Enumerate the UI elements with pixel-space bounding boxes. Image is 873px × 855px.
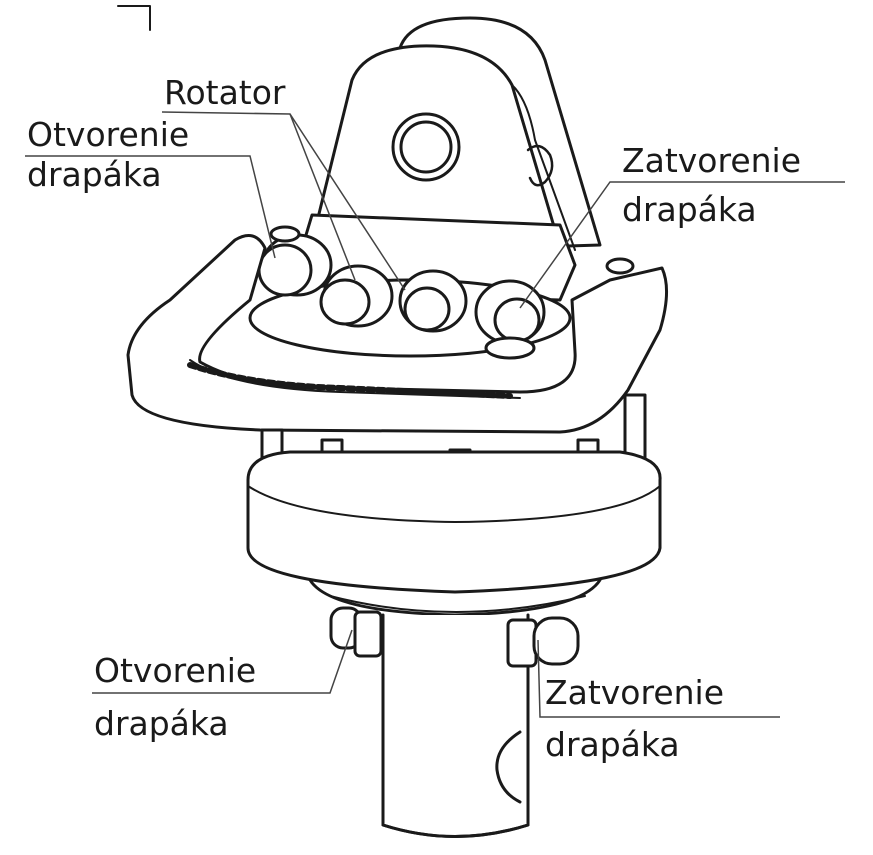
label-rotator: Rotator	[164, 73, 286, 112]
shaft-slot	[495, 730, 522, 804]
hydraulic-port-3	[398, 269, 468, 333]
label-bottom-left-line2: drapáka	[94, 704, 229, 743]
shaft	[381, 613, 530, 838]
guard-lettering	[187, 362, 513, 399]
corner-mark	[117, 5, 151, 31]
label-top-right-line2: drapáka	[622, 190, 757, 229]
label-top-left-line2: drapáka	[27, 155, 162, 194]
leader-top-left	[25, 155, 276, 259]
lug-plate-edge	[511, 84, 576, 251]
hydraulic-port-4	[474, 279, 546, 345]
leader-rotator-2	[289, 113, 356, 281]
label-bottom-left-line1: Otvorenie	[94, 651, 257, 690]
lower-housing-ring	[329, 595, 586, 613]
label-top-right-line1: Zatvorenie	[622, 141, 802, 180]
housing-disc-rim	[247, 485, 661, 523]
lower-port-left	[329, 606, 383, 658]
hydraulic-port-2	[319, 264, 394, 328]
guard-bolt-right	[605, 257, 635, 275]
label-top-left-line1: Otvorenie	[27, 115, 190, 154]
lug-hole-inner	[399, 120, 453, 174]
lower-port-right	[506, 616, 580, 668]
locking-pin	[526, 144, 554, 187]
shaft-end	[381, 823, 530, 838]
port-nut	[484, 336, 536, 360]
leader-top-right	[519, 181, 845, 309]
label-bottom-right-line2: drapáka	[545, 725, 680, 764]
label-bottom-right-line1: Zatvorenie	[545, 673, 725, 712]
leader-bottom-right	[537, 639, 780, 718]
guard-bolt-left	[269, 225, 301, 243]
hydraulic-port-1	[257, 233, 333, 297]
leader-bottom-left	[92, 629, 353, 694]
